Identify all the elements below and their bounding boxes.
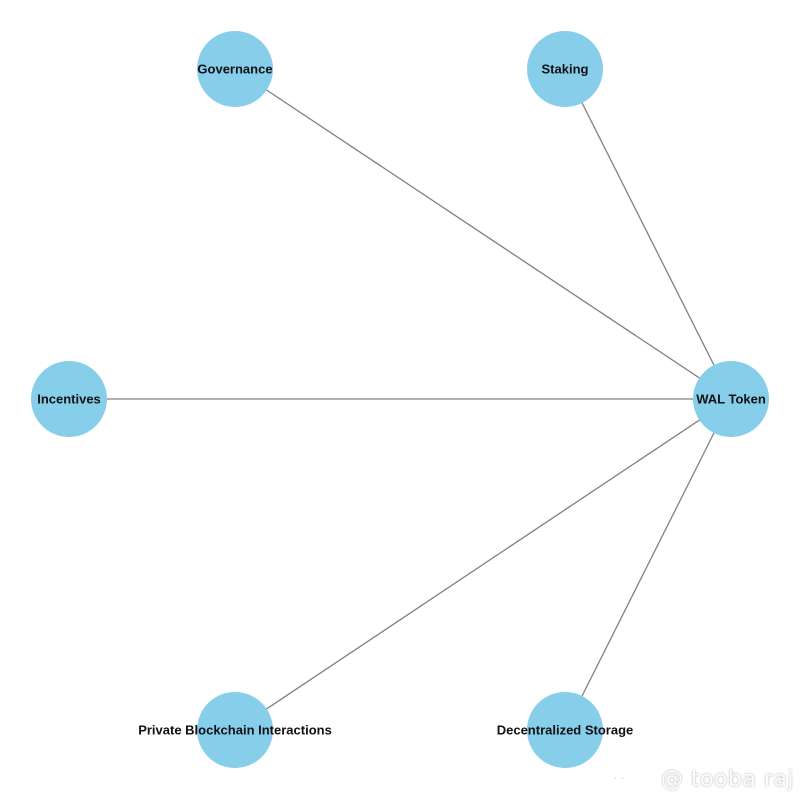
node-private-blockchain-interactions: Private Blockchain Interactions xyxy=(138,692,332,768)
node-governance: Governance xyxy=(197,31,273,107)
node-label-decentralized-storage: Decentralized Storage xyxy=(497,723,634,738)
nodes-layer: WAL Token Governance StakingIncentivesPriv… xyxy=(31,31,769,768)
node-label-incentives: Incentives xyxy=(37,392,101,407)
binance-square-icon xyxy=(632,767,656,791)
watermark-dots: · · xyxy=(613,773,625,785)
node-wal-token: WAL Token xyxy=(693,361,769,437)
edge-staking-to-wal-token xyxy=(564,68,732,400)
node-circle-decentralized-storage xyxy=(527,692,603,768)
node-label-governance: Governance xyxy=(197,62,272,77)
node-incentives: Incentives xyxy=(31,361,107,437)
edge-decentralized-storage-to-wal-token xyxy=(564,398,732,731)
edge-private-blockchain-interactions-to-wal-token xyxy=(234,398,732,731)
edges-layer xyxy=(69,68,732,731)
watermark-text: @ tooba raj xyxy=(660,766,794,792)
node-circle-staking xyxy=(527,31,603,107)
node-label-staking: Staking xyxy=(542,62,589,77)
node-circle-private-blockchain-interactions xyxy=(197,692,273,768)
node-label-wal-token: WAL Token xyxy=(696,392,766,407)
node-staking: Staking xyxy=(527,31,603,107)
node-label-private-blockchain-interactions: Private Blockchain Interactions xyxy=(138,723,332,738)
edge-governance-to-wal-token xyxy=(234,68,732,400)
watermark: · · @ tooba raj xyxy=(614,766,794,792)
node-decentralized-storage: Decentralized Storage xyxy=(497,692,634,768)
node-circle-governance xyxy=(197,31,273,107)
node-circle-wal-token xyxy=(693,361,769,437)
node-circle-incentives xyxy=(31,361,107,437)
